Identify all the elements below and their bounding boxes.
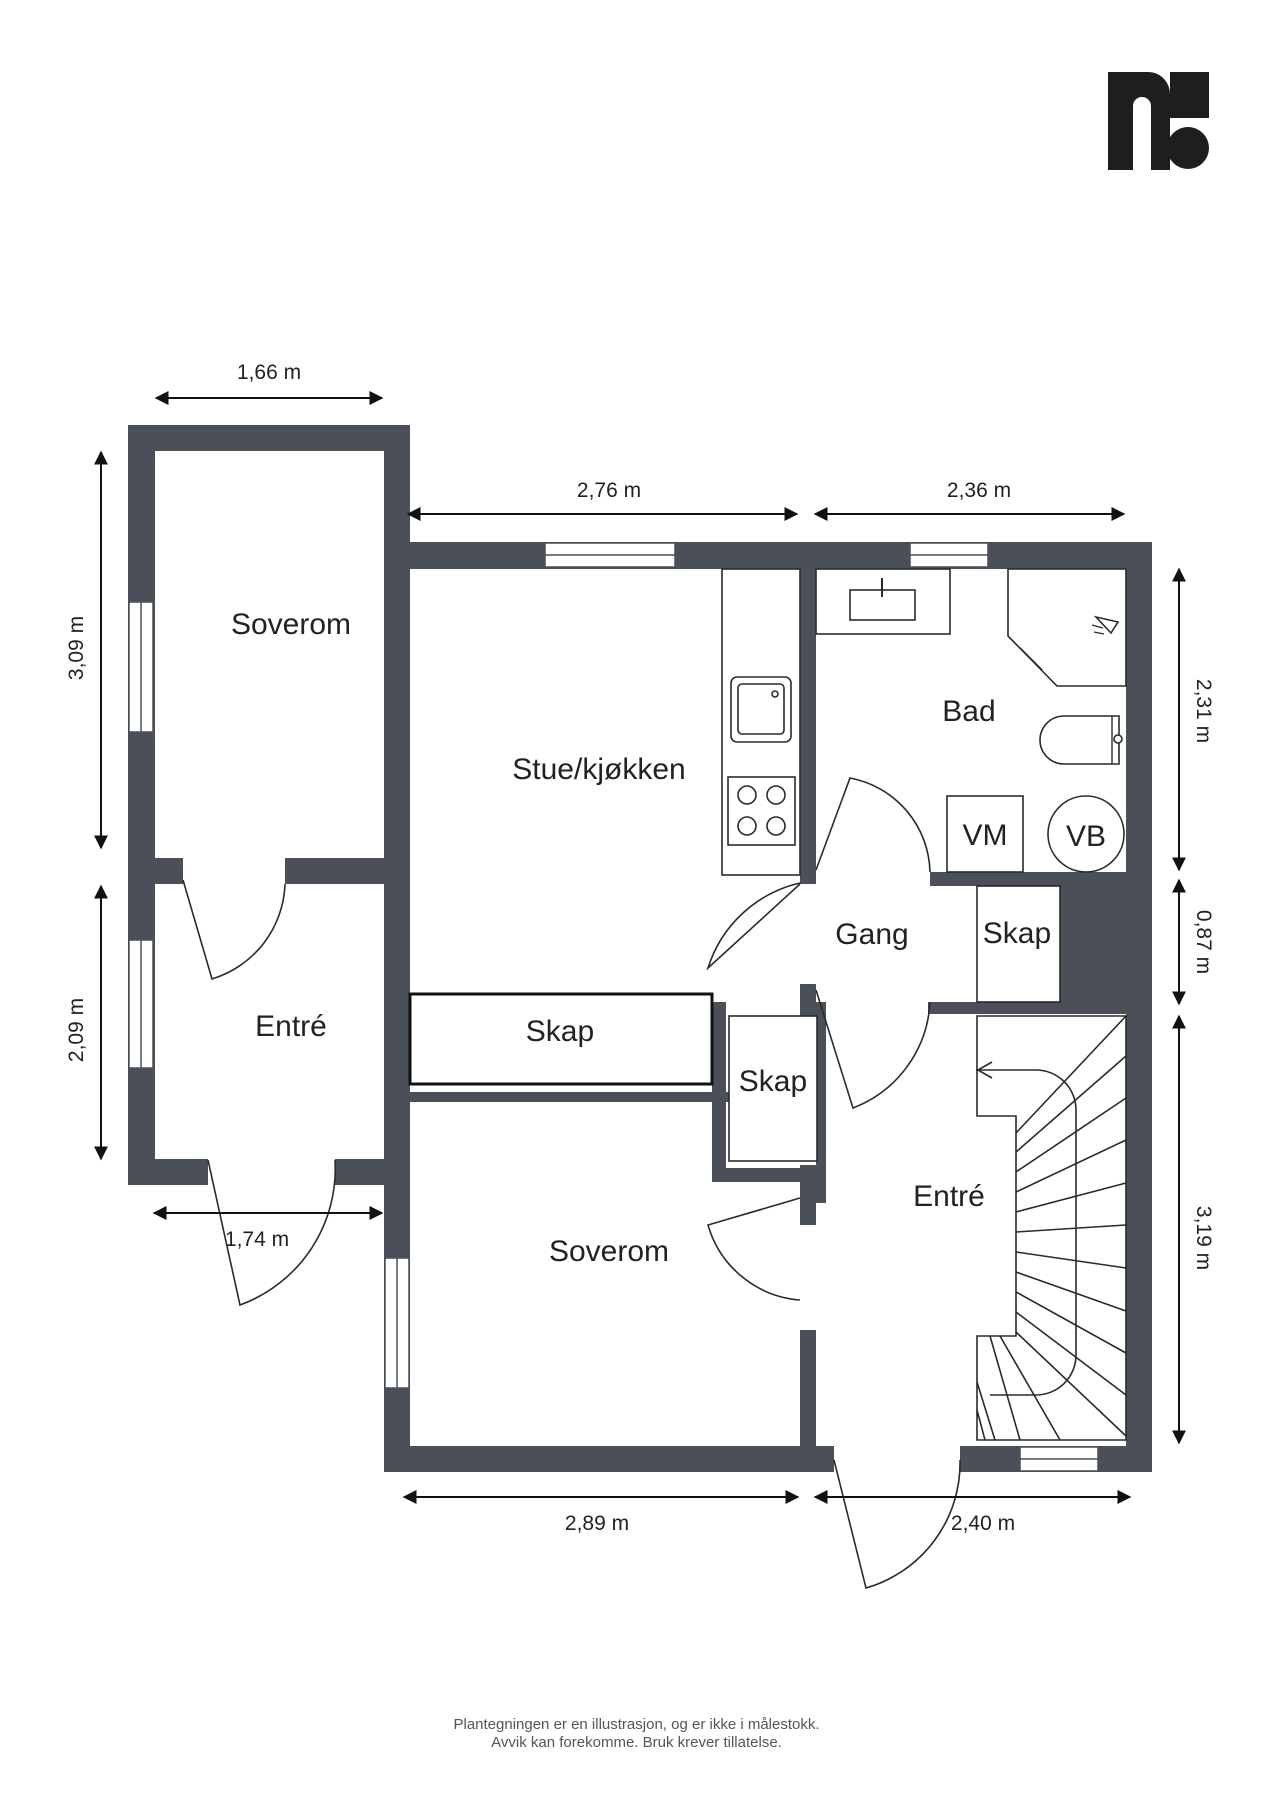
dim-label-right-mid: 0,87 m xyxy=(1192,910,1215,974)
dim-label-top-right: 2,36 m xyxy=(947,479,1011,502)
closets xyxy=(408,885,1061,1162)
dimension-labels: 1,66 m 2,76 m 2,36 m 3,09 m 2,09 m 1,74 … xyxy=(65,361,1215,1535)
staircase xyxy=(976,1015,1127,1441)
dim-label-bottom-left: 1,74 m xyxy=(225,1228,289,1251)
room-label-entre-right: Entré xyxy=(913,1180,985,1213)
room-label-soverom-bottom: Soverom xyxy=(549,1235,669,1268)
fixture-label-vm: VM xyxy=(963,819,1008,852)
room-label-entre-left: Entré xyxy=(255,1010,327,1043)
bathroom-fixtures xyxy=(815,568,1127,873)
dim-label-right-upper: 2,31 m xyxy=(1192,679,1215,743)
room-label-gang: Gang xyxy=(835,918,908,951)
closet-label-small: Skap xyxy=(739,1065,807,1098)
dim-label-right-lower: 3,19 m xyxy=(1192,1206,1215,1270)
disclaimer: Plantegningen er en illustrasjon, og er … xyxy=(0,1716,1273,1752)
dim-label-top-mid: 2,76 m xyxy=(577,479,641,502)
brand-logo-icon xyxy=(1108,72,1209,170)
dimension-lines xyxy=(94,391,1186,1504)
room-label-bad: Bad xyxy=(942,695,995,728)
dim-label-bottom-mid: 2,89 m xyxy=(565,1512,629,1535)
doors xyxy=(182,777,961,1589)
room-label-stue-kjokken: Stue/kjøkken xyxy=(512,753,685,786)
dim-label-left-lower: 2,09 m xyxy=(65,998,88,1062)
disclaimer-line-1: Plantegningen er en illustrasjon, og er … xyxy=(453,1716,820,1733)
fixture-label-vb: VB xyxy=(1066,820,1106,853)
dim-label-top-left: 1,66 m xyxy=(237,361,301,384)
dim-label-bottom-right: 2,40 m xyxy=(951,1512,1015,1535)
closet-label-middle: Skap xyxy=(526,1015,594,1048)
disclaimer-line-2: Avvik kan forekomme. Bruk krever tillate… xyxy=(491,1734,782,1751)
room-labels: Soverom Entré Stue/kjøkken Bad VM VB Gan… xyxy=(231,608,1106,1268)
closet-label-gang: Skap xyxy=(983,917,1051,950)
kitchen-counter xyxy=(721,568,801,876)
room-label-soverom-top: Soverom xyxy=(231,608,351,641)
dim-label-left-upper: 3,09 m xyxy=(65,616,88,680)
windows xyxy=(128,542,1099,1472)
